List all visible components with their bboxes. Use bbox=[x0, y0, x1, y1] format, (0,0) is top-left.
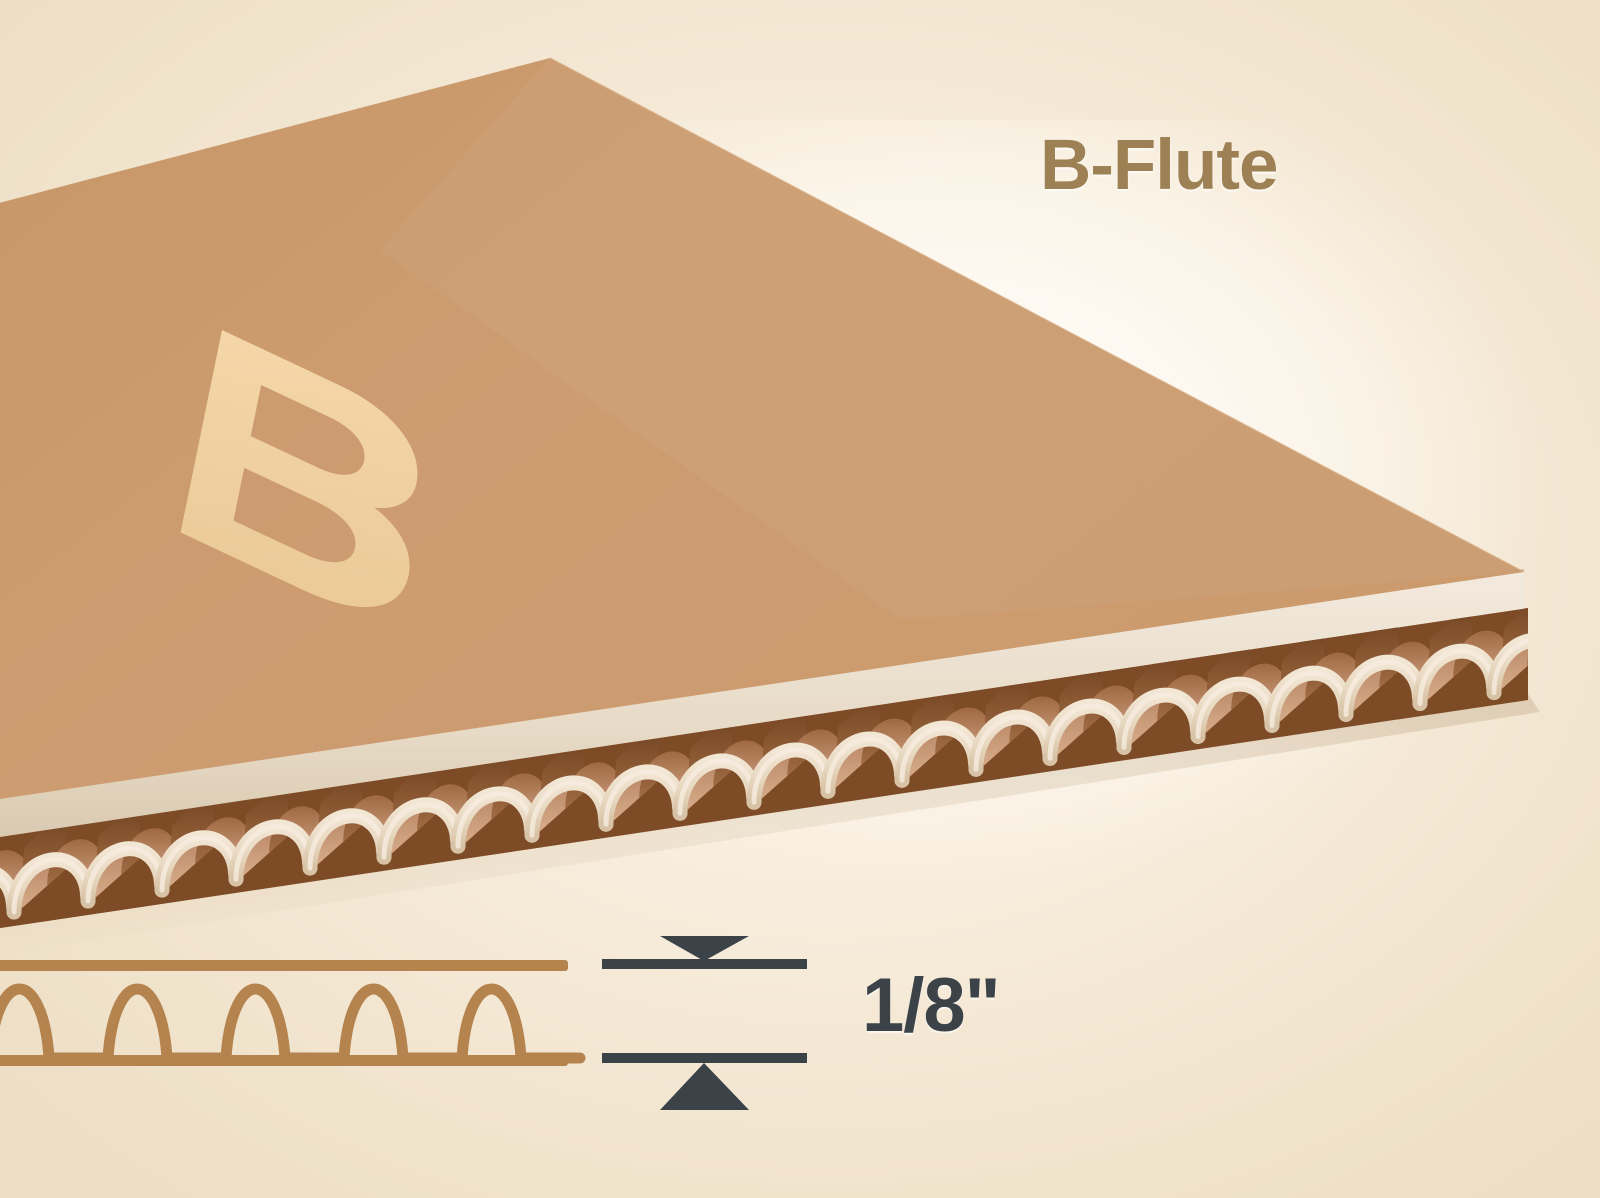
flute-wall-highlight bbox=[1491, 637, 1528, 696]
dimension-arrow-down-icon bbox=[660, 936, 749, 961]
profile-top-liner bbox=[0, 960, 568, 971]
board-letter-b bbox=[180, 330, 418, 608]
flute-wall bbox=[1568, 629, 1600, 681]
page-title: B-Flute bbox=[1040, 126, 1279, 205]
profile-flute-wave bbox=[0, 983, 586, 1064]
cross-section-profile bbox=[0, 960, 586, 1066]
flute-cavity bbox=[1574, 575, 1600, 680]
flute-tube-interior bbox=[1576, 609, 1600, 678]
dimension-line-top bbox=[602, 959, 807, 969]
dimension-arrow-up-icon bbox=[660, 1063, 749, 1110]
thickness-label: 1/8" bbox=[862, 963, 1001, 1048]
dimension-line-bottom bbox=[602, 1053, 807, 1063]
top-liner-edge bbox=[0, 570, 1524, 837]
corrugation-band bbox=[0, 575, 1600, 930]
flute-wall-highlight bbox=[1568, 629, 1600, 681]
board-top-face bbox=[0, 58, 1524, 800]
dimension-callout bbox=[602, 936, 807, 1110]
board-face-edge-highlight bbox=[549, 57, 1525, 573]
